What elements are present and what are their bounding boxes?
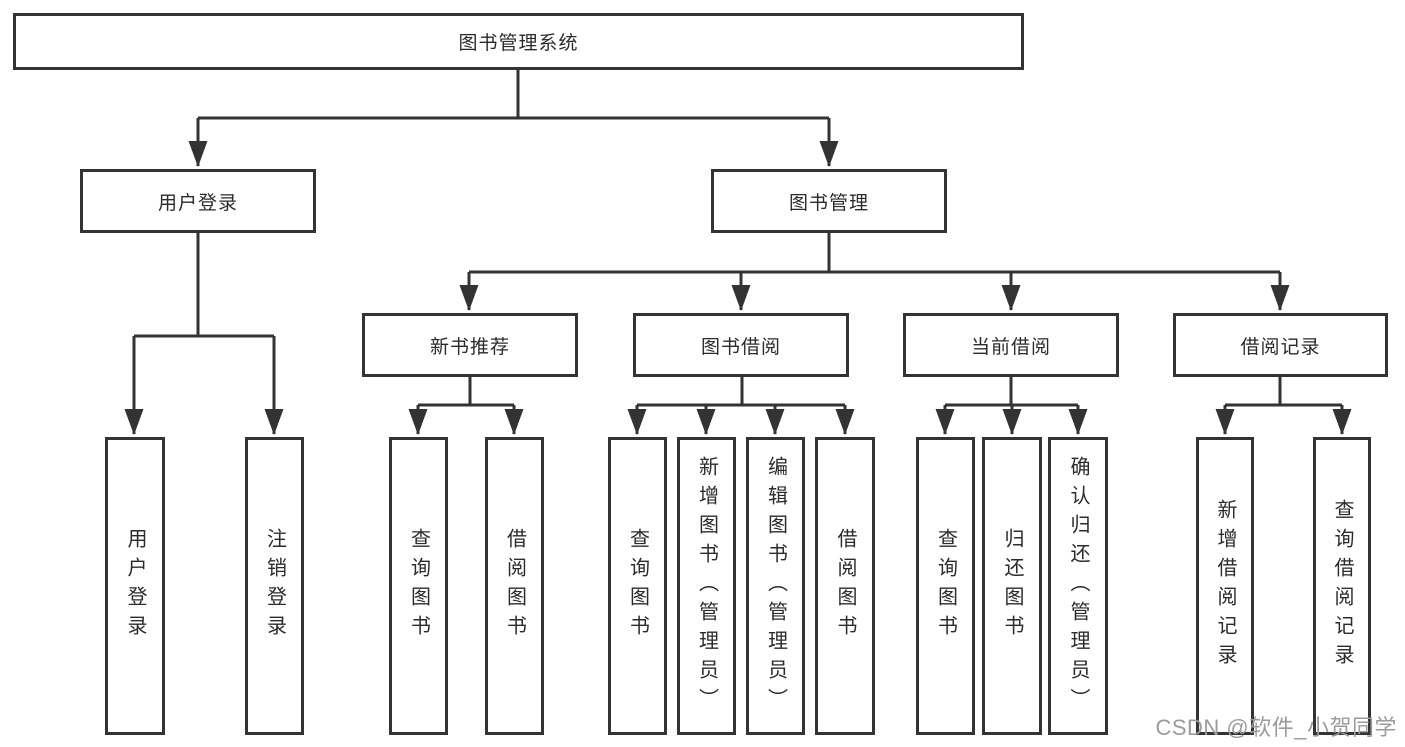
leaf-record-query-label: 查询借阅记录 [1331, 499, 1353, 673]
leaf-borrow-add-admin-label: 新增图书（管理员） [695, 455, 718, 717]
node-root-system: 图书管理系统 [13, 13, 1024, 70]
leaf-borrow-book: 借阅图书 [815, 437, 875, 735]
leaf-newbook-query: 查询图书 [389, 437, 448, 735]
leaf-borrow-query-label: 查询图书 [626, 528, 649, 644]
node-current-borrow: 当前借阅 [903, 313, 1119, 377]
node-root-label: 图书管理系统 [458, 33, 579, 54]
leaf-newbook-query-label: 查询图书 [407, 528, 430, 644]
leaf-current-confirm-admin: 确认归还（管理员） [1048, 437, 1108, 735]
leaf-user-login: 用户登录 [105, 437, 165, 735]
leaf-logout: 注销登录 [245, 437, 304, 735]
leaf-record-query: 查询借阅记录 [1313, 437, 1371, 735]
leaf-current-return: 归还图书 [982, 437, 1042, 735]
csdn-watermark: CSDN @软件_小贺同学 [1155, 715, 1397, 740]
node-book-borrow-label: 图书借阅 [700, 336, 781, 358]
node-new-book-recommend-label: 新书推荐 [429, 336, 510, 358]
node-user-login-branch: 用户登录 [80, 169, 316, 233]
leaf-newbook-borrow: 借阅图书 [485, 437, 544, 735]
node-borrow-record-label: 借阅记录 [1240, 336, 1321, 358]
leaf-borrow-query: 查询图书 [608, 437, 667, 735]
leaf-logout-label: 注销登录 [263, 528, 286, 644]
leaf-current-return-label: 归还图书 [1001, 528, 1023, 644]
leaf-borrow-add-admin: 新增图书（管理员） [677, 437, 736, 735]
node-current-borrow-label: 当前借阅 [970, 336, 1051, 358]
leaf-record-add-label: 新增借阅记录 [1214, 499, 1236, 673]
node-borrow-record: 借阅记录 [1173, 313, 1388, 377]
leaf-borrow-edit-admin: 编辑图书（管理员） [746, 437, 805, 735]
node-book-management-branch-label: 图书管理 [788, 192, 869, 214]
node-user-login-branch-label: 用户登录 [157, 192, 238, 214]
leaf-borrow-edit-admin-label: 编辑图书（管理员） [764, 455, 787, 717]
leaf-current-query: 查询图书 [916, 437, 975, 735]
leaf-borrow-book-label: 借阅图书 [834, 528, 856, 644]
leaf-current-confirm-admin-label: 确认归还（管理员） [1067, 455, 1089, 717]
node-book-management-branch: 图书管理 [711, 169, 947, 233]
leaf-current-query-label: 查询图书 [934, 528, 957, 644]
node-new-book-recommend: 新书推荐 [362, 313, 578, 377]
leaf-record-add: 新增借阅记录 [1196, 437, 1254, 735]
leaf-newbook-borrow-label: 借阅图书 [503, 528, 526, 644]
node-book-borrow: 图书借阅 [633, 313, 849, 377]
leaf-user-login-label: 用户登录 [124, 528, 146, 644]
